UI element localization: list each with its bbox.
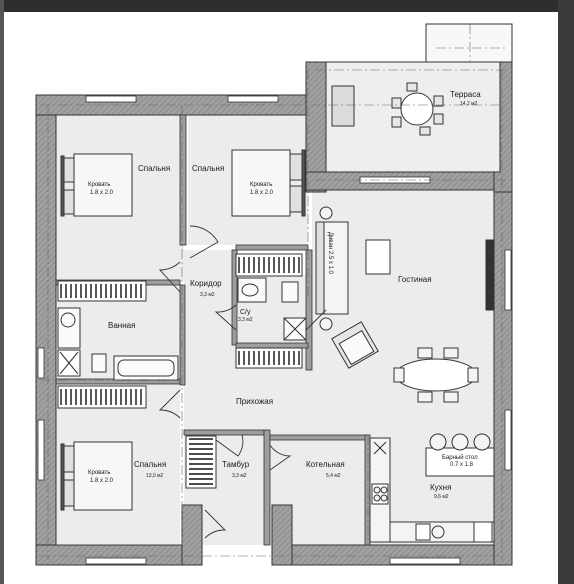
sofa-label: Диван 2.5 x 1.0 [327, 232, 333, 275]
boiler-name: Котельная [306, 460, 345, 469]
kitchen-area: 9,6 м2 [434, 494, 449, 500]
terrace-area: 14,2 м2 [460, 101, 478, 107]
wc-area: 3,3 м2 [238, 317, 253, 323]
bar-label: Барный стол [442, 454, 478, 461]
bedroom3-area: 13,0 м2 [146, 473, 164, 479]
left-frame-line [0, 0, 4, 584]
right-frame-strip [558, 0, 574, 584]
boiler-area: 5,4 м2 [326, 473, 341, 479]
kitchen-furniture [369, 433, 495, 543]
bedroom2-bed-size: 1.8 x 2.0 [250, 190, 274, 196]
living-name: Гостиная [398, 275, 432, 284]
living-room-furniture [315, 206, 495, 403]
vestibule-name: Тамбур [222, 460, 250, 469]
bedroom2-name: Спальня [192, 164, 224, 173]
hallway-name: Прихожая [236, 397, 273, 406]
vestibule-area: 3,3 м2 [232, 473, 247, 479]
bedroom3-name: Спальня [134, 460, 166, 469]
bathroom-fixtures [57, 277, 307, 381]
bedroom2-bed-label: Кровать [250, 182, 272, 188]
bed-bedroom1 [60, 153, 133, 217]
room-labels: Терраса 14,2 м2 Спальня Кровать 1.8 x 2.… [88, 90, 481, 500]
bathroom-name: Ванная [108, 321, 135, 330]
bed-bedroom2 [231, 149, 306, 217]
terrace-area [325, 23, 513, 173]
bedroom3-bed-label: Кровать [88, 470, 110, 476]
bedroom1-bed-size: 1.8 x 2.0 [90, 190, 114, 196]
terrace-name: Терраса [450, 90, 481, 99]
bedroom3-bed-size: 1.8 x 2.0 [90, 478, 114, 484]
wc-name: С/у [240, 309, 251, 316]
bedroom1-bed-label: Кровать [88, 182, 110, 188]
doors [158, 225, 327, 539]
top-frame-strip [0, 0, 574, 12]
wardrobe-hangers [60, 257, 300, 485]
corridor-name: Коридор [190, 279, 222, 288]
axis-lines [40, 24, 508, 560]
bedroom1-name: Спальня [138, 164, 170, 173]
kitchen-name: Кухня [430, 483, 451, 492]
bar-size: 0.7 x 1.8 [450, 462, 474, 468]
corridor-area: 3,3 м2 [200, 292, 215, 298]
bed-bedroom3 [60, 441, 133, 511]
